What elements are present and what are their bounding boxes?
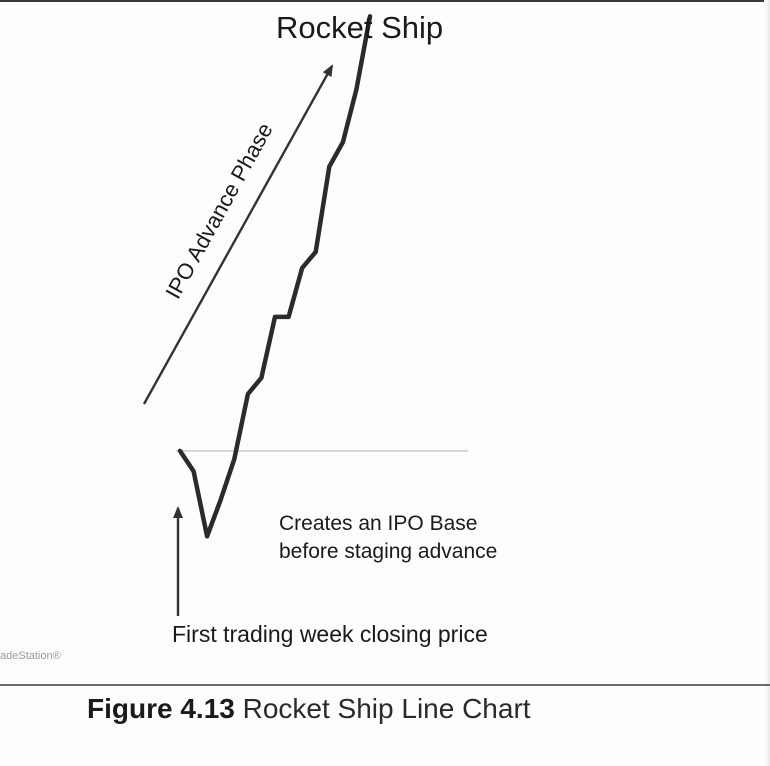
first-week-annotation: First trading week closing price <box>172 621 488 647</box>
top-rule <box>0 0 770 2</box>
figure-caption: Figure 4.13 Rocket Ship Line Chart <box>87 693 531 725</box>
advance-phase-arrow <box>142 64 334 405</box>
page-edge <box>764 0 770 766</box>
figure-caption-text: Rocket Ship Line Chart <box>234 693 531 724</box>
figure-number: Figure 4.13 <box>87 693 235 724</box>
price-line <box>177 14 373 539</box>
base-note-line-2: before staging advance <box>279 540 498 563</box>
caption-rule <box>0 684 770 686</box>
chart-title: Rocket Ship <box>276 10 444 45</box>
base-annotation: Creates an IPO Base before staging advan… <box>279 510 497 566</box>
source-credit: adeStation® <box>0 650 61 662</box>
base-note-line-1: Creates an IPO Base <box>279 512 478 535</box>
